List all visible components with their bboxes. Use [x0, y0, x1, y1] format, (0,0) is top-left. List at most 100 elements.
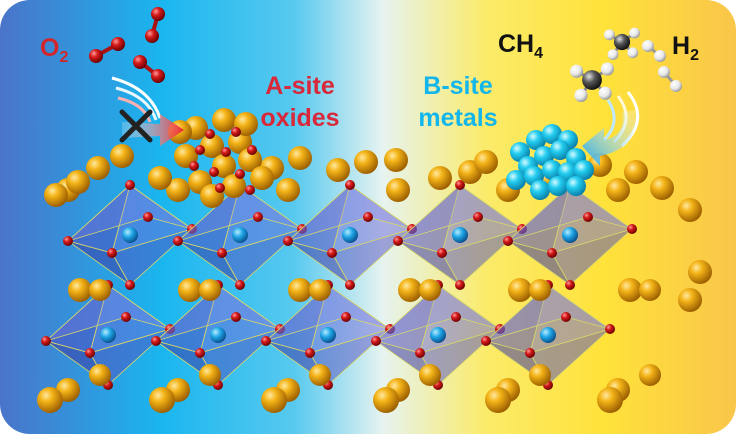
- oxygen-atom: [345, 280, 355, 290]
- oxygen-atom: [473, 212, 483, 222]
- curved-arrow-icon: [582, 91, 640, 166]
- a-site-atom: [288, 278, 312, 302]
- a-site-atom: [384, 148, 408, 172]
- a-site-atom: [200, 134, 224, 158]
- b-site-atom: [530, 180, 550, 200]
- oxygen-atom: [41, 336, 51, 346]
- a-site-atom: [37, 387, 63, 413]
- a-site-oxide-cluster: [168, 108, 274, 208]
- a-site-atom: [474, 150, 498, 174]
- octahedron-face: [441, 228, 523, 286]
- oxygen-atom: [561, 312, 571, 322]
- a-site-label-line2: oxides: [260, 104, 339, 132]
- a-site-atom: [250, 166, 274, 190]
- a-site-atom: [650, 176, 674, 200]
- carbon-atom: [613, 33, 631, 51]
- oxygen-atom: [231, 312, 241, 322]
- oxygen-atom: [85, 348, 95, 358]
- oxygen-atom: [247, 145, 257, 155]
- a-site-atom: [44, 183, 68, 207]
- b-site-atom: [566, 176, 586, 196]
- a-site-atom: [688, 260, 712, 284]
- oxygen-atom: [125, 180, 135, 190]
- oxygen-atom: [245, 185, 255, 195]
- hydrogen-atom: [629, 27, 640, 39]
- a-site-atom: [261, 387, 287, 413]
- ch4-h2-molecules: [570, 27, 682, 102]
- a-site-atom: [606, 178, 630, 202]
- b-site-metal-cluster: [506, 124, 594, 200]
- a-site-atom: [428, 166, 452, 190]
- oxygen-atom: [371, 336, 381, 346]
- a-site-atom: [89, 279, 111, 301]
- a-site-atom: [199, 364, 221, 386]
- b-site-atom: [122, 227, 138, 243]
- oxygen-atom: [89, 49, 103, 63]
- b-site-label-line2: metals: [418, 104, 497, 132]
- a-site-atom: [398, 278, 422, 302]
- a-site-atom: [419, 279, 441, 301]
- a-site-atom: [678, 288, 702, 312]
- oxygen-atom: [145, 29, 159, 43]
- oxygen-atom: [151, 336, 161, 346]
- a-site-atom: [178, 278, 202, 302]
- b-site-atom: [430, 327, 446, 343]
- octahedron-face: [551, 228, 633, 286]
- b-site-atom: [526, 130, 546, 150]
- oxygen-atom: [437, 248, 447, 258]
- b-site-atom: [100, 327, 116, 343]
- blocked-arrow-icon: [111, 76, 184, 146]
- a-site-atom: [149, 387, 175, 413]
- hydrogen-atom: [627, 47, 639, 59]
- oxygen-atom: [209, 167, 219, 177]
- a-site-atom: [199, 279, 221, 301]
- oxygen-atom: [283, 236, 293, 246]
- b-site-atom: [550, 140, 570, 160]
- b-site-atom: [540, 327, 556, 343]
- oxygen-atom: [231, 127, 241, 137]
- oxygen-atom: [583, 212, 593, 222]
- hydrogen-atom: [658, 66, 670, 78]
- h2-label: H2: [672, 32, 699, 64]
- octahedron-face: [111, 228, 193, 286]
- oxygen-atom: [525, 348, 535, 358]
- a-site-atom: [276, 178, 300, 202]
- a-site-atom: [222, 174, 246, 198]
- a-site-atom: [639, 279, 661, 301]
- a-site-atom: [373, 387, 399, 413]
- b-site-atom: [342, 227, 358, 243]
- b-site-atom: [232, 227, 248, 243]
- oxygen-atom: [393, 236, 403, 246]
- a-site-atom: [419, 364, 441, 386]
- a-site-atom: [354, 150, 378, 174]
- oxygen-atom: [261, 336, 271, 346]
- a-site-atom: [678, 198, 702, 222]
- b-site-atom: [542, 124, 562, 144]
- hydrogen-atom: [574, 88, 588, 102]
- hydrogen-atom: [600, 62, 615, 76]
- oxygen-atom: [565, 280, 575, 290]
- a-site-atom: [66, 170, 90, 194]
- oxygen-atom: [143, 212, 153, 222]
- a-site-atom: [639, 364, 661, 386]
- a-site-atom: [86, 156, 110, 180]
- oxygen-atom: [235, 169, 245, 179]
- oxygen-atom: [481, 336, 491, 346]
- hydrogen-atom: [570, 64, 584, 78]
- oxygen-atom: [305, 348, 315, 358]
- oxygen-atom: [455, 180, 465, 190]
- b-site-atom: [210, 327, 226, 343]
- a-site-label-line1: A-site: [265, 72, 335, 100]
- b-site-atom: [452, 227, 468, 243]
- oxygen-atom: [111, 37, 125, 51]
- b-site-label-line1: B-site: [423, 72, 493, 100]
- a-site-atom: [89, 364, 111, 386]
- oxygen-atom: [151, 7, 165, 21]
- a-site-atom: [386, 178, 410, 202]
- a-site-atom: [212, 108, 236, 132]
- a-site-atom: [238, 148, 262, 172]
- carbon-atom: [582, 70, 602, 90]
- a-site-atom: [624, 160, 648, 184]
- oxygen-atom: [195, 348, 205, 358]
